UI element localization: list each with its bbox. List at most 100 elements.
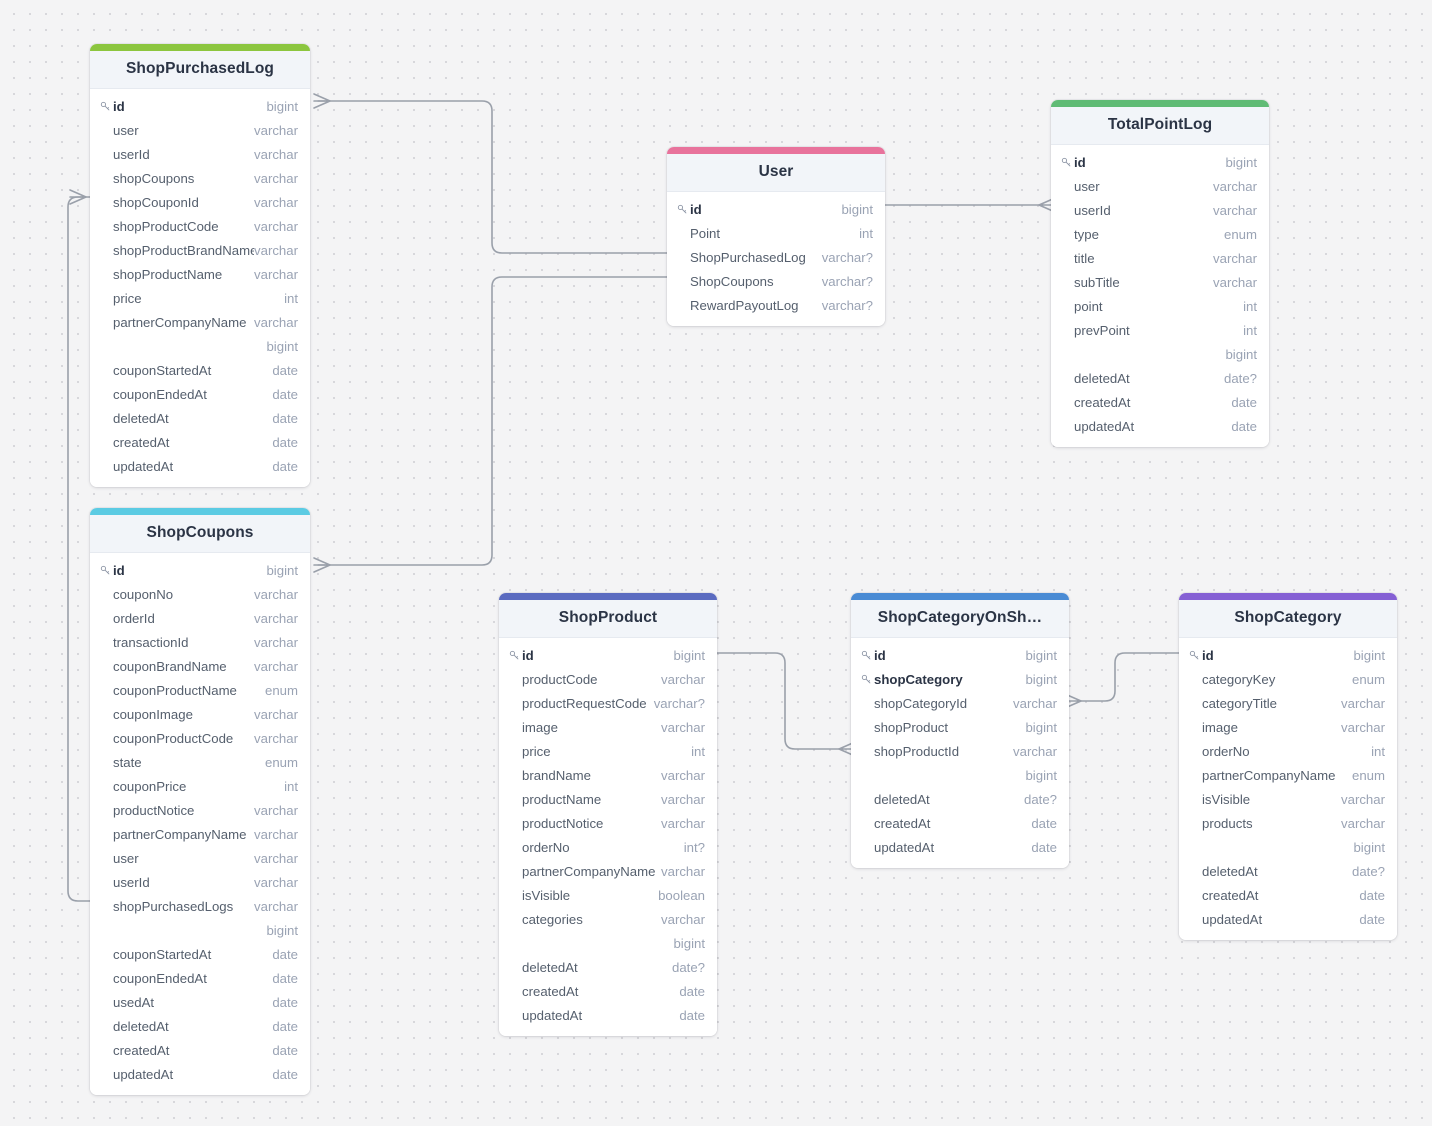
table-title[interactable]: ShopCategoryOnSh… <box>851 600 1069 638</box>
table-title[interactable]: ShopProduct <box>499 600 717 638</box>
table-title[interactable]: User <box>667 154 885 192</box>
field-row-unnamed[interactable]: bigint <box>1179 835 1397 859</box>
field-row-unnamed[interactable]: bigint <box>851 763 1069 787</box>
field-row-unnamed[interactable]: bigint <box>1051 342 1269 366</box>
field-row-unnamed[interactable]: bigint <box>90 918 310 942</box>
table-title[interactable]: ShopCoupons <box>90 515 310 553</box>
field-row-unnamed[interactable]: bigint <box>90 334 310 358</box>
field-row-unnamed[interactable]: bigint <box>499 931 717 955</box>
table-title[interactable]: ShopPurchasedLog <box>90 51 310 89</box>
table-title[interactable]: TotalPointLog <box>1051 107 1269 145</box>
table-title[interactable]: ShopCategory <box>1179 600 1397 638</box>
